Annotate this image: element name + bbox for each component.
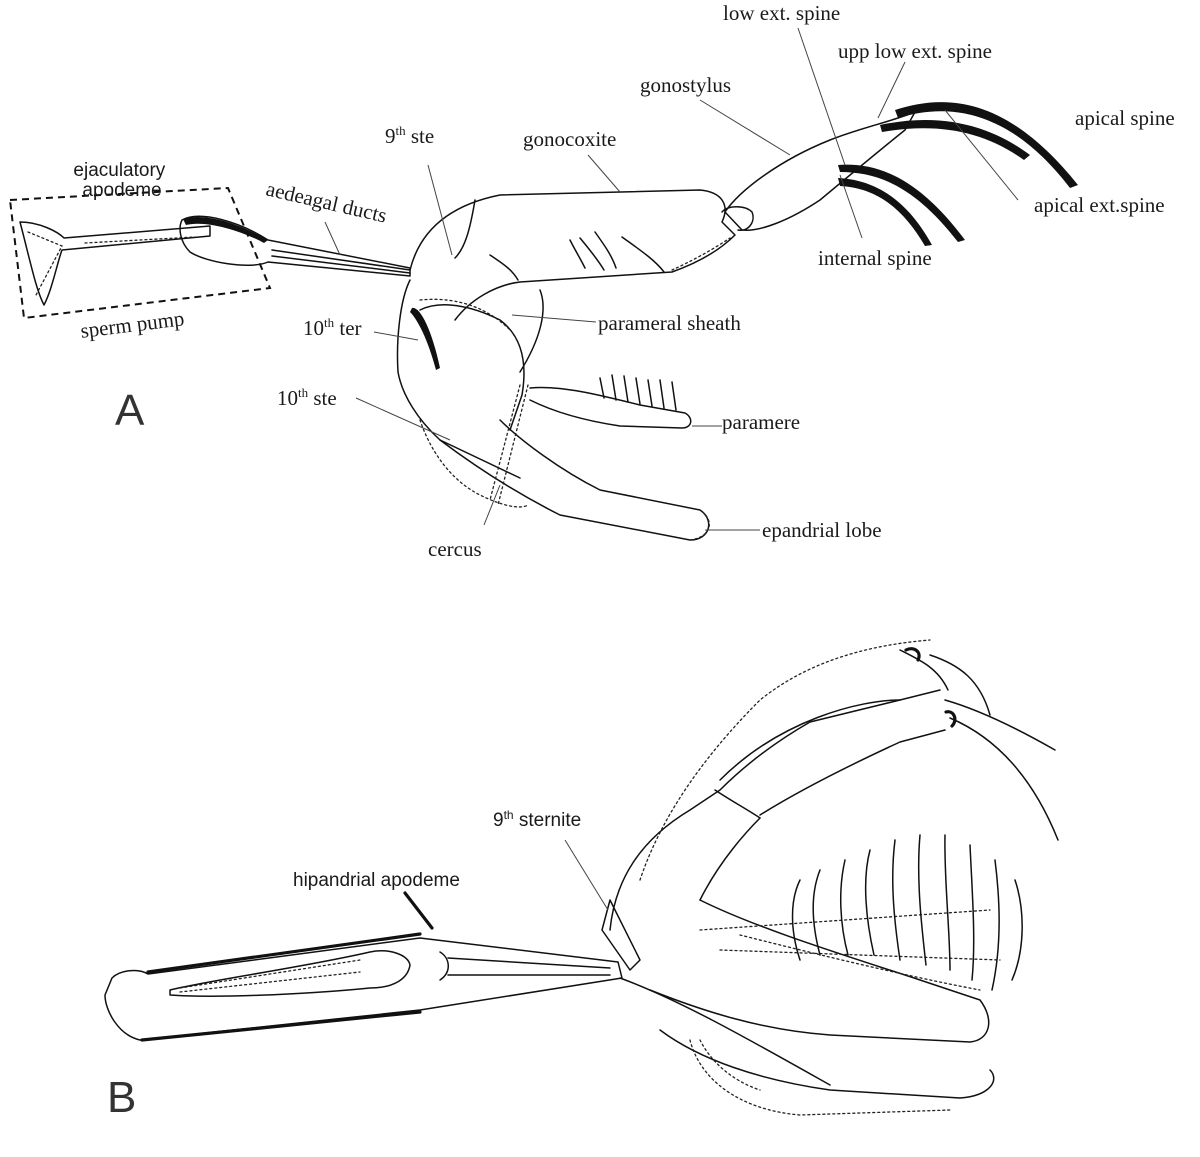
label-ninth-ste: 9th ste [385,123,434,148]
label-hipandrial-apodeme: hipandrial apodeme [293,870,460,891]
label-low-ext-spine: low ext. spine [723,1,840,25]
panel-letter-a: A [115,386,145,435]
hipandrial-apodeme-shape [104,932,623,1042]
panel-letter-b: B [107,1073,136,1122]
label-gonocoxite: gonocoxite [523,127,616,151]
ejaculatory-apodeme-shape [19,221,211,306]
genitalia-body-a [396,189,736,541]
label-aedeagal-ducts: aedeagal ducts [264,176,389,227]
label-upp-low-ext-spine: upp low ext. spine [838,39,992,63]
sperm-pump-box [8,186,272,320]
ninth-sternite-rod [601,899,641,971]
label-tenth-ter: 10th ter [303,315,362,340]
label-ejaculatory-apodeme: ejaculatory apodeme [73,160,170,201]
label-apical-spine: apical spine [1075,106,1175,130]
genitalia-body-b [609,639,1059,1116]
label-gonostylus: gonostylus [640,73,731,97]
label-epandrial-lobe: epandrial lobe [762,518,882,542]
label-apical-ext-spine: apical ext.spine [1034,193,1165,217]
panel-b-leaders [403,839,609,930]
label-cercus: cercus [428,537,482,561]
label-sperm-pump: sperm pump [79,306,186,343]
panel-a-drawing [8,27,1078,541]
label-internal-spine: internal spine [818,246,932,270]
label-ninth-sternite: 9th sternite [493,808,581,831]
panel-a-leaders [324,27,1019,531]
label-parameral-sheath: parameral sheath [598,311,741,335]
label-paramere: paramere [722,410,800,434]
sperm-pump-shape [179,215,411,277]
panel-b-drawing [104,639,1059,1116]
gonostylus-shape [721,102,1078,246]
label-tenth-ste: 10th ste [277,385,337,410]
